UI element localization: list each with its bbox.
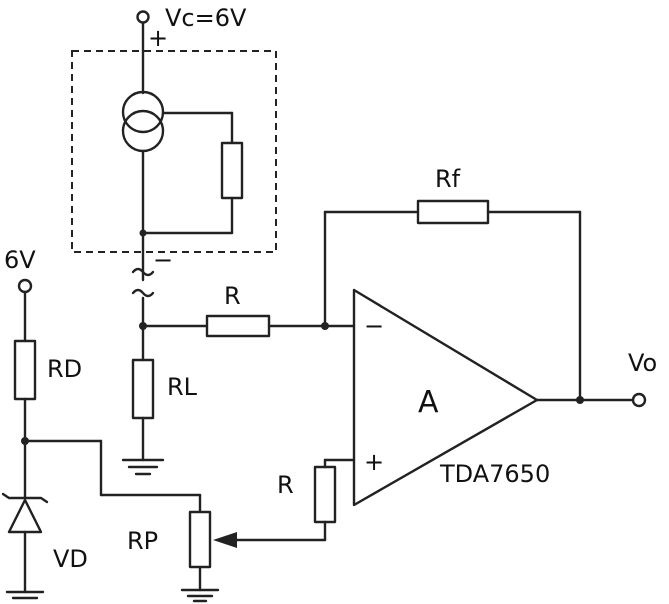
supply-terminal [136,10,150,95]
feedback-resistor-label: Rf [435,165,461,193]
opamp-symbol [352,288,539,507]
potentiometer [188,510,212,569]
load-resistor-label: RL [167,373,198,401]
cable-break-bottom [131,288,155,298]
pot-wiper-arrow [213,532,237,548]
diode-resistor-label: RD [47,355,82,383]
supply-plus-label: + [148,24,168,52]
internal-resistor [220,141,244,200]
reference-resistor-label: R [277,471,294,499]
supply-label: Vc=6V [165,4,247,32]
supply-minus-label: − [153,246,173,274]
reference-terminal [17,278,33,294]
output-label: Vo [628,349,657,377]
ground-symbol-pot [180,588,220,603]
output-terminal [631,392,647,408]
input-resistor [205,314,271,338]
transmitter-box [71,50,277,253]
opamp-noninverting-label: + [364,448,384,476]
load-resistor [131,358,155,420]
ground-symbol-diode [5,590,45,600]
potentiometer-label: RP [127,527,158,555]
input-resistor-label: R [224,282,241,310]
opamp-inverting-label: − [364,312,384,340]
diode-label: VD [53,545,88,573]
cable-break-top [131,267,155,277]
reference-resistor [313,465,337,524]
ground-symbol-load [121,458,165,476]
current-source-symbol [121,90,165,153]
opamp-part-label: TDA7650 [439,460,550,488]
reference-voltage-label: 6V [4,246,36,274]
diode-resistor [13,339,37,401]
feedback-resistor [416,199,490,225]
zener-diode-symbol [1,492,49,534]
opamp-label: A [418,385,439,420]
